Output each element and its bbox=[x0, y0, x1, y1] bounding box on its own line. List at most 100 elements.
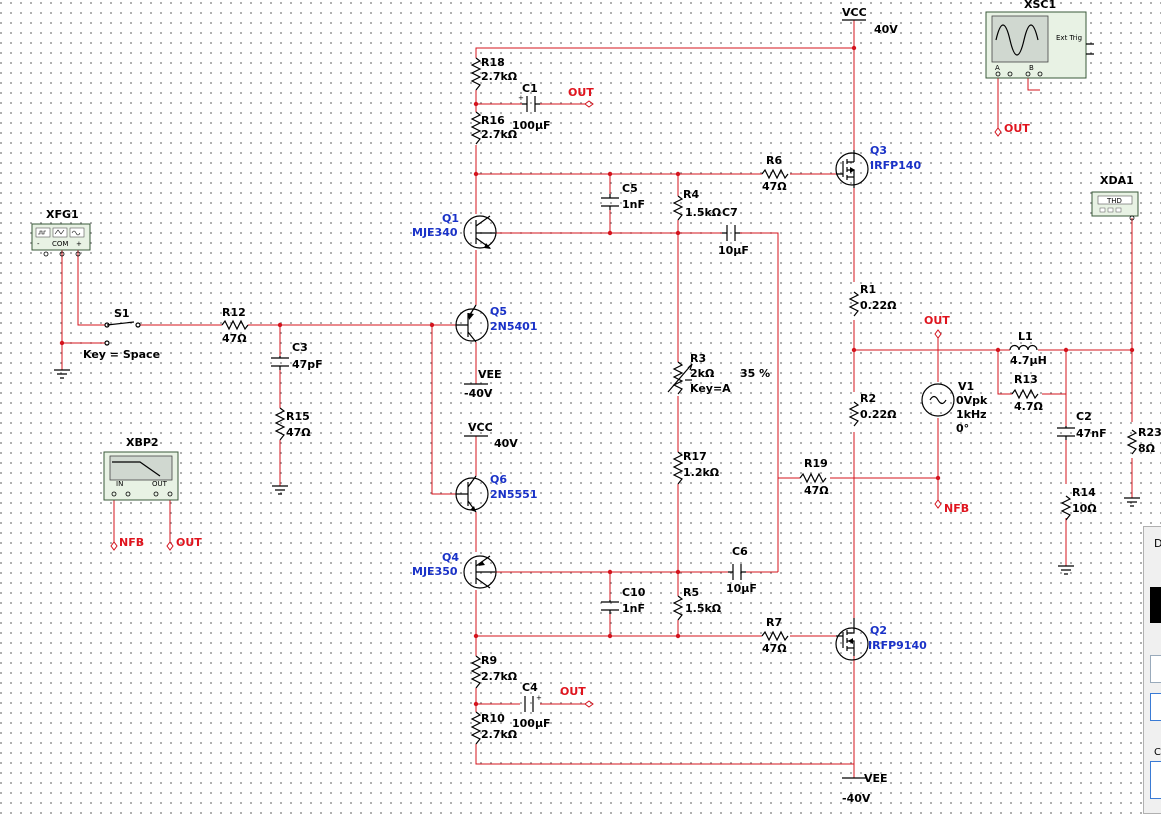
transistor-Q5[interactable]: Q5 2N5401 bbox=[455, 304, 537, 343]
R14-value: 10Ω bbox=[1072, 502, 1097, 515]
R9-ref: R9 bbox=[481, 654, 497, 667]
R1-ref: R1 bbox=[860, 283, 876, 296]
resistor-R15[interactable]: R15 47Ω bbox=[274, 407, 311, 441]
Q2-part: IRFP9140 bbox=[868, 639, 927, 652]
transistor-Q4[interactable]: Q4 MJE350 bbox=[412, 551, 497, 589]
C2-value: 47nF bbox=[1076, 427, 1107, 440]
resistor-R12[interactable]: R12 47Ω bbox=[221, 306, 249, 345]
vcc-mid-value: 40V bbox=[494, 437, 518, 450]
R1-value: 0.22Ω bbox=[860, 299, 897, 312]
C5-ref: C5 bbox=[622, 182, 638, 195]
mosfet-Q2[interactable]: Q2 IRFP9140 bbox=[835, 618, 927, 661]
vee-bottom[interactable]: VEE -40V bbox=[842, 772, 888, 805]
ground-symbols bbox=[54, 369, 1140, 575]
instrument-XBP2[interactable]: XBP2 IN OUT bbox=[103, 436, 179, 501]
instrument-XDA1[interactable]: XDA1 THD bbox=[1091, 174, 1139, 221]
XBP2-out: OUT bbox=[152, 480, 168, 488]
S1-key: Key = Space bbox=[83, 348, 160, 361]
resistor-R1[interactable]: R1 0.22Ω bbox=[848, 283, 897, 317]
resistor-R4[interactable]: R4 1.5kΩ bbox=[672, 188, 722, 221]
Q6-part: 2N5551 bbox=[490, 488, 537, 501]
C7-value: 10µF bbox=[718, 244, 749, 257]
dialog-field-2[interactable] bbox=[1150, 693, 1161, 721]
capacitor-C5[interactable]: C5 1nF bbox=[601, 182, 645, 211]
resistor-R10[interactable]: R10 2.7kΩ bbox=[470, 711, 518, 745]
mosfet-Q3[interactable]: Q3 IRFP140 bbox=[835, 144, 921, 188]
vcc-top[interactable]: VCC 40V bbox=[842, 6, 898, 36]
potentiometer-R3[interactable]: R3 2kΩ Key=A 35 % bbox=[667, 352, 770, 395]
resistor-R23[interactable]: R23 8Ω bbox=[1126, 426, 1161, 455]
vee-bottom-label: VEE bbox=[864, 772, 888, 785]
dialog-preview-area bbox=[1150, 587, 1161, 623]
Q5-ref: Q5 bbox=[490, 305, 507, 318]
V1-phase: 0° bbox=[956, 422, 969, 435]
vcc-mid[interactable]: VCC 40V bbox=[464, 421, 518, 450]
net-out-4: OUT bbox=[1004, 122, 1030, 135]
XSC1-b: B bbox=[1029, 64, 1034, 72]
capacitor-C1[interactable]: + C1 100µF bbox=[512, 82, 551, 132]
switch-S1[interactable]: S1 Key = Space bbox=[83, 307, 160, 361]
resistor-R7[interactable]: R7 47Ω bbox=[761, 616, 789, 655]
V1-ref: V1 bbox=[958, 380, 974, 393]
resistor-R18[interactable]: R18 2.7kΩ bbox=[470, 56, 518, 91]
R14-ref: R14 bbox=[1072, 486, 1096, 499]
capacitor-C3[interactable]: C3 47pF bbox=[271, 341, 323, 371]
XDA1-ref: XDA1 bbox=[1100, 174, 1134, 187]
R23-value: 8Ω bbox=[1138, 442, 1156, 455]
capacitor-C6[interactable]: C6 10µF bbox=[726, 545, 757, 595]
C4-ref: C4 bbox=[522, 681, 538, 694]
dialog-field-1[interactable] bbox=[1150, 655, 1161, 683]
vee-mid[interactable]: VEE -40V bbox=[464, 368, 502, 400]
capacitor-C7[interactable]: C7 10µF bbox=[718, 206, 749, 257]
transistor-Q1[interactable]: Q1 MJE340 bbox=[412, 212, 497, 249]
R16-value: 2.7kΩ bbox=[481, 128, 518, 141]
XBP2-ref: XBP2 bbox=[126, 436, 159, 449]
R6-value: 47Ω bbox=[762, 180, 787, 193]
resistor-R14[interactable]: R14 10Ω bbox=[1060, 486, 1097, 521]
instrument-XSC1[interactable]: XSC1 Ext Trig A B bbox=[985, 0, 1094, 79]
resistor-R9[interactable]: R9 2.7kΩ bbox=[470, 654, 518, 689]
R9-value: 2.7kΩ bbox=[481, 670, 518, 683]
Q3-part: IRFP140 bbox=[870, 159, 921, 172]
R13-value: 4.7Ω bbox=[1014, 400, 1043, 413]
R17-value: 1.2kΩ bbox=[683, 466, 720, 479]
partial-dialog-window[interactable]: D C bbox=[1143, 526, 1161, 814]
transistor-Q6[interactable]: Q6 2N5551 bbox=[455, 473, 537, 513]
XDA1-label: THD bbox=[1106, 197, 1122, 205]
Q6-ref: Q6 bbox=[490, 473, 507, 486]
dialog-lower-label: C bbox=[1154, 747, 1161, 758]
R18-ref: R18 bbox=[481, 56, 505, 69]
dialog-field-3[interactable] bbox=[1150, 761, 1161, 799]
resistor-R19[interactable]: R19 47Ω bbox=[799, 457, 829, 497]
R23-ref: R23 bbox=[1138, 426, 1161, 439]
R7-ref: R7 bbox=[766, 616, 782, 629]
resistor-R5[interactable]: R5 1.5kΩ bbox=[672, 586, 722, 621]
R7-value: 47Ω bbox=[762, 642, 787, 655]
R3-percent: 35 % bbox=[740, 367, 770, 380]
capacitor-C4[interactable]: + C4 100µF bbox=[512, 681, 551, 730]
Q5-part: 2N5401 bbox=[490, 320, 537, 333]
R5-ref: R5 bbox=[683, 586, 699, 599]
resistor-R17[interactable]: R17 1.2kΩ bbox=[672, 450, 720, 485]
ac-source-V1[interactable]: V1 0Vpk 1kHz 0° bbox=[921, 380, 988, 435]
XFG1-plus: + bbox=[76, 240, 82, 248]
net-out-1: OUT bbox=[568, 86, 594, 99]
resistor-R2[interactable]: R2 0.22Ω bbox=[848, 392, 897, 427]
R3-key: Key=A bbox=[690, 382, 731, 395]
resistor-R13[interactable]: R13 4.7Ω bbox=[1011, 373, 1043, 413]
dialog-title: D bbox=[1154, 537, 1161, 550]
vee-mid-label: VEE bbox=[478, 368, 502, 381]
capacitor-C10[interactable]: C10 1nF bbox=[601, 586, 646, 615]
capacitor-C2[interactable]: C2 47nF bbox=[1057, 410, 1107, 440]
R16-ref: R16 bbox=[481, 114, 505, 127]
V1-amp: 0Vpk bbox=[956, 394, 988, 407]
inductor-L1[interactable]: L1 4.7µH bbox=[1009, 330, 1047, 367]
instrument-XFG1[interactable]: XFG1 - COM + bbox=[31, 208, 91, 257]
R6-ref: R6 bbox=[766, 154, 782, 167]
V1-freq: 1kHz bbox=[956, 408, 987, 421]
R5-value: 1.5kΩ bbox=[685, 602, 722, 615]
resistor-R6[interactable]: R6 47Ω bbox=[761, 154, 789, 193]
resistor-R16[interactable]: R16 2.7kΩ bbox=[470, 111, 518, 145]
R10-ref: R10 bbox=[481, 712, 505, 725]
